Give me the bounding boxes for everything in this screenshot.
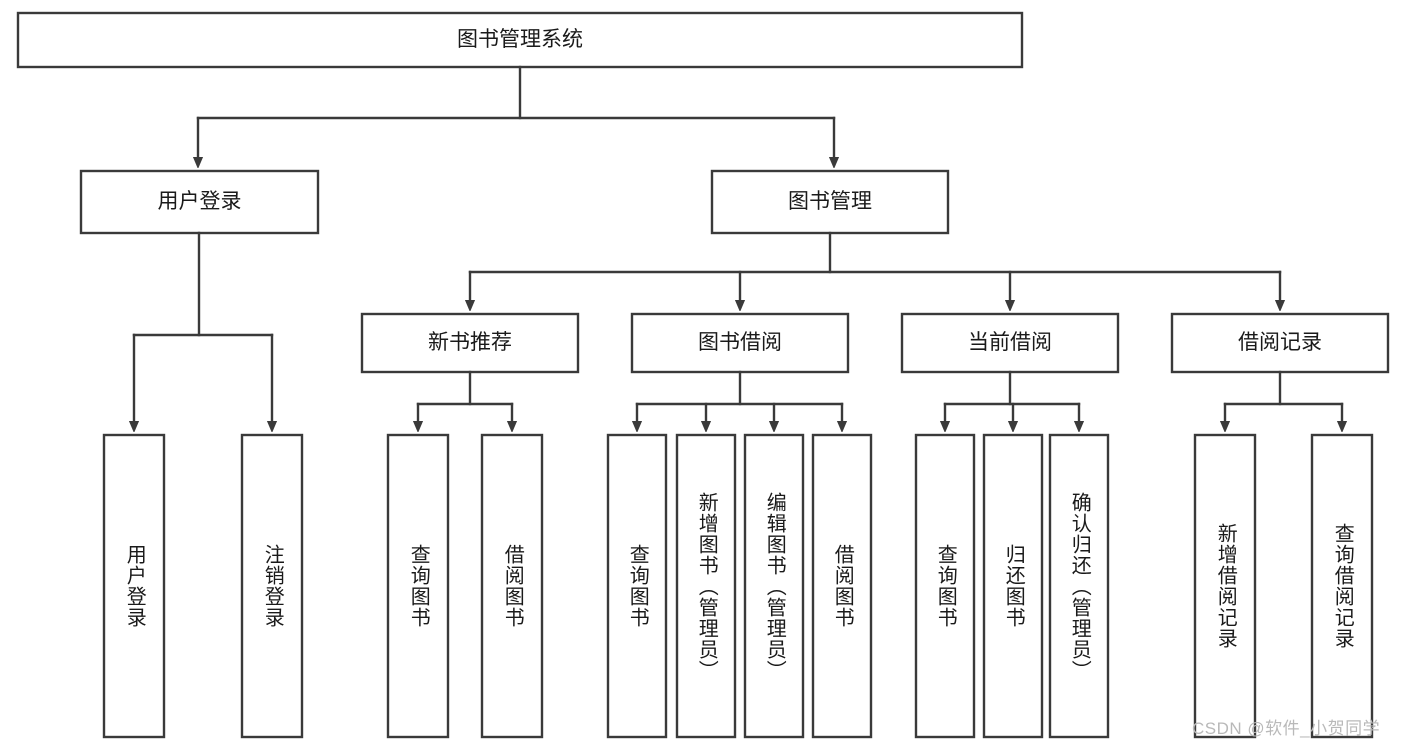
box-current-borrow[interactable] — [900, 312, 1120, 374]
box-new-book-recommend[interactable] — [360, 312, 580, 374]
box-leaf-edit-book-admin[interactable] — [743, 433, 805, 739]
box-leaf-query-books-current[interactable] — [914, 433, 976, 739]
box-leaf-confirm-return-admin[interactable] — [1048, 433, 1110, 739]
box-leaf-query-books-recommend[interactable] — [386, 433, 450, 739]
box-leaf-logout-login[interactable] — [240, 433, 304, 739]
box-book-management[interactable] — [710, 169, 950, 235]
box-leaf-add-book-admin[interactable] — [675, 433, 737, 739]
box-root[interactable] — [16, 11, 1024, 69]
box-leaf-query-books-borrow[interactable] — [606, 433, 668, 739]
box-leaf-query-borrow-record[interactable] — [1310, 433, 1374, 739]
box-leaf-return-books[interactable] — [982, 433, 1044, 739]
box-user-login[interactable] — [79, 169, 320, 235]
box-leaf-add-borrow-record[interactable] — [1193, 433, 1257, 739]
box-leaf-user-login[interactable] — [102, 433, 166, 739]
csdn-watermark: CSDN @软件_小贺同学 — [1192, 719, 1381, 738]
box-borrow-record[interactable] — [1170, 312, 1390, 374]
box-book-borrow[interactable] — [630, 312, 850, 374]
box-leaf-borrow-books-recommend[interactable] — [480, 433, 544, 739]
box-leaf-borrow-books-borrow[interactable] — [811, 433, 873, 739]
